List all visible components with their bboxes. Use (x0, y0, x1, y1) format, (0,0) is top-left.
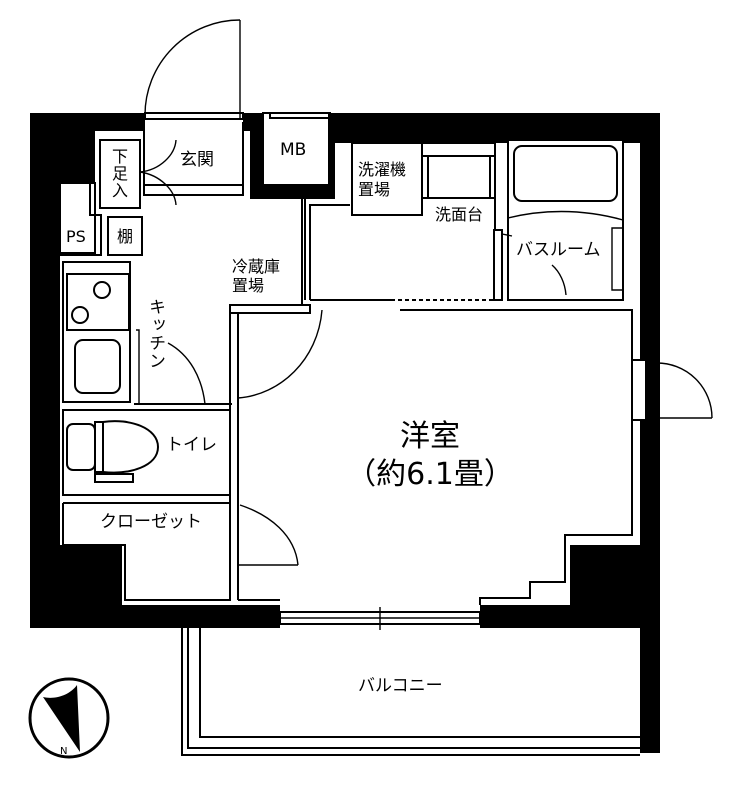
partitions (60, 122, 657, 630)
room-label-washbasin: 洗面台 (435, 205, 484, 224)
room-label-washer-space-2: 置場 (358, 180, 391, 199)
door-swings (139, 19, 713, 566)
room-label-closet: クローゼット (100, 512, 202, 532)
room-label-kitchen: キッチン (145, 298, 165, 370)
room-label-shoe-box: 下足入 (109, 148, 128, 199)
room-label-western-room: 洋室 （約6.1畳） (330, 418, 530, 494)
room-label-shelf: 棚 (117, 227, 134, 246)
room-label-bathroom: バスルーム (516, 240, 601, 260)
room-label-entrance: 玄関 (180, 150, 214, 170)
western-room-name: 洋室 (400, 419, 460, 454)
room-label-balcony: バルコニー (358, 676, 443, 696)
room-label-meter-box: MB (280, 140, 307, 160)
room-label-toilet: トイレ (166, 435, 217, 455)
room-label-fridge-space-2: 置場 (232, 276, 265, 295)
room-label-fridge-space-1: 冷蔵庫 (232, 257, 281, 276)
room-label-washer-space-1: 洗濯機 (358, 160, 407, 179)
western-room-size: （約6.1畳） (346, 457, 514, 492)
balcony-outline (181, 628, 640, 756)
room-label-pipe-space: PS (66, 227, 86, 246)
compass-north-label: N (60, 746, 68, 757)
compass-icon (28, 677, 110, 759)
